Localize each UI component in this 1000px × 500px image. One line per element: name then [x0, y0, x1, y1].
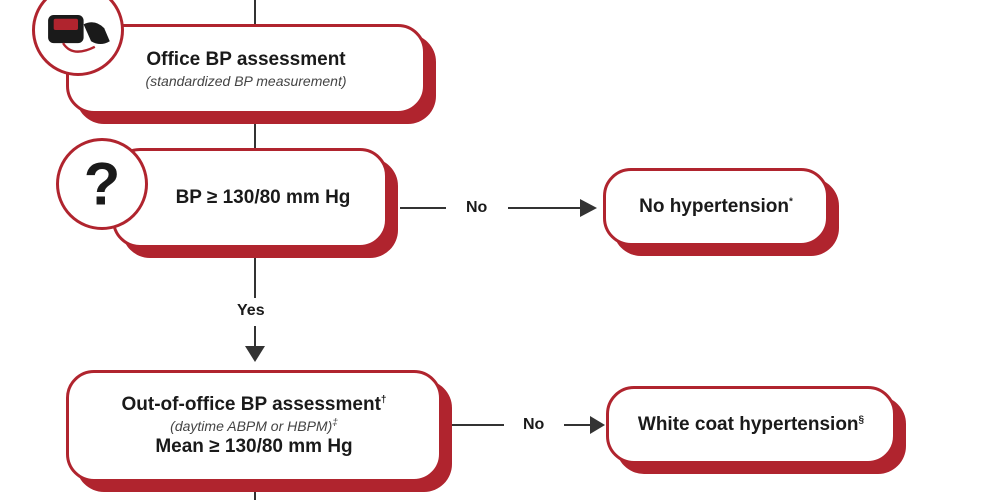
white-coat-hypertension-box: White coat hypertension§	[606, 386, 906, 474]
office-subtitle: (standardized BP measurement)	[145, 73, 347, 89]
arrowhead-no-hypertension	[580, 199, 597, 217]
white-coat-footnote-mark: §	[858, 414, 865, 426]
arrowhead-white-coat	[590, 416, 605, 434]
office-box-body: Office BP assessment (standardized BP me…	[66, 24, 426, 114]
question-mark-icon: ?	[56, 138, 148, 230]
no-hypertension-title: No hypertension	[639, 196, 789, 217]
edge-label-no-1: No	[466, 199, 488, 216]
decision-title: BP ≥ 130/80 mm Hg	[175, 187, 351, 208]
edge-label-no-2: No	[523, 416, 545, 433]
out-of-office-subtitle-mark: ‡	[332, 417, 338, 429]
bp-threshold-decision-box: BP ≥ 130/80 mm Hg	[112, 148, 398, 258]
out-of-office-label: Out-of-office BP assessment†	[122, 393, 387, 417]
white-coat-title: White coat hypertension	[637, 414, 859, 435]
office-title: Office BP assessment	[146, 49, 346, 70]
svg-text:?: ?	[84, 151, 121, 218]
out-of-office-subtitle: (daytime ABPM or HBPM)	[170, 418, 333, 434]
no-hypertension-footnote-mark: *	[789, 196, 793, 208]
white-coat-box-body: White coat hypertension§	[606, 386, 896, 464]
out-of-office-criterion: Mean ≥ 130/80 mm Hg	[155, 436, 353, 457]
no-hypertension-label: No hypertension*	[639, 195, 793, 219]
out-of-office-bp-box: Out-of-office BP assessment† (daytime AB…	[66, 370, 452, 492]
bp-monitor-icon	[32, 0, 124, 76]
white-coat-label: White coat hypertension§	[638, 413, 864, 437]
out-of-office-subtitle-line: (daytime ABPM or HBPM)‡	[170, 417, 338, 435]
decision-box-body: BP ≥ 130/80 mm Hg	[112, 148, 388, 248]
arrowhead-down	[245, 346, 265, 362]
office-bp-assessment-box: Office BP assessment (standardized BP me…	[66, 24, 436, 124]
out-of-office-title-mark: †	[380, 394, 387, 406]
out-of-office-title: Out-of-office BP assessment	[121, 394, 381, 415]
no-hypertension-box-body: No hypertension*	[603, 168, 829, 246]
no-hypertension-box: No hypertension*	[603, 168, 839, 256]
edge-label-yes: Yes	[237, 302, 265, 319]
out-of-office-box-body: Out-of-office BP assessment† (daytime AB…	[66, 370, 442, 482]
